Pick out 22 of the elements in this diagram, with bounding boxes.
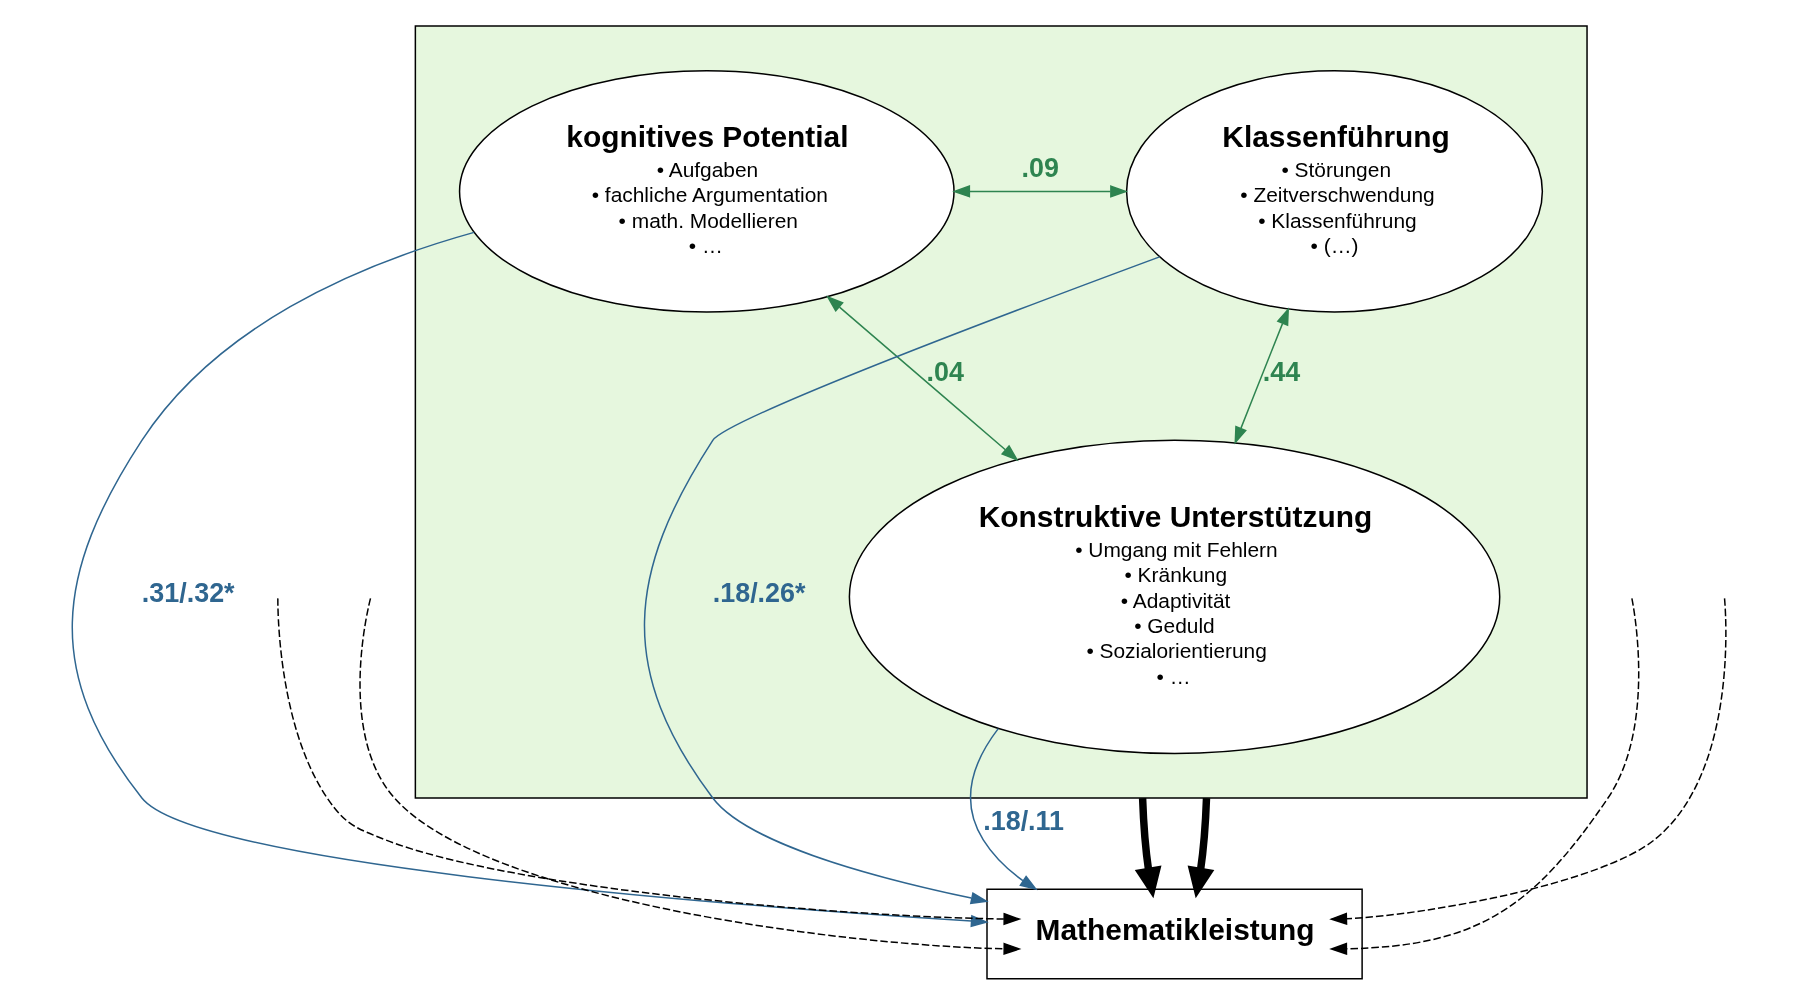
node-ellipse: Klassenführung • Störungen • Zeitverschwendung • Klassenführung • (…) bbox=[1125, 70, 1544, 313]
arrow bbox=[969, 727, 1038, 891]
arrow bbox=[1134, 797, 1162, 899]
arrow bbox=[952, 185, 1129, 198]
edge-label: .18/.26* bbox=[712, 577, 806, 608]
arrow bbox=[359, 597, 1022, 956]
arrow bbox=[277, 597, 1022, 926]
arrow bbox=[643, 256, 1161, 905]
node-box: Mathematikleistung bbox=[986, 888, 1363, 980]
node-ellipse: Konstruktive Unterstützung • Umgang mit Fehlern • Kränkung • Adaptivität • Geduld • Sozialorientierung • … bbox=[848, 439, 1501, 755]
edge-label: .31/.32* bbox=[141, 577, 235, 608]
cluster bbox=[414, 25, 1588, 799]
arrow bbox=[71, 231, 989, 928]
edge-label: .09 bbox=[1021, 153, 1059, 184]
edge-label: .18/.11 bbox=[983, 806, 1065, 837]
arrow bbox=[1329, 597, 1727, 925]
arrow bbox=[1187, 797, 1215, 899]
edge-label: .04 bbox=[926, 357, 964, 388]
arrow bbox=[1329, 597, 1640, 956]
edge-label: .44 bbox=[1262, 357, 1301, 388]
arrow bbox=[826, 295, 1019, 462]
arrow bbox=[1234, 307, 1290, 445]
